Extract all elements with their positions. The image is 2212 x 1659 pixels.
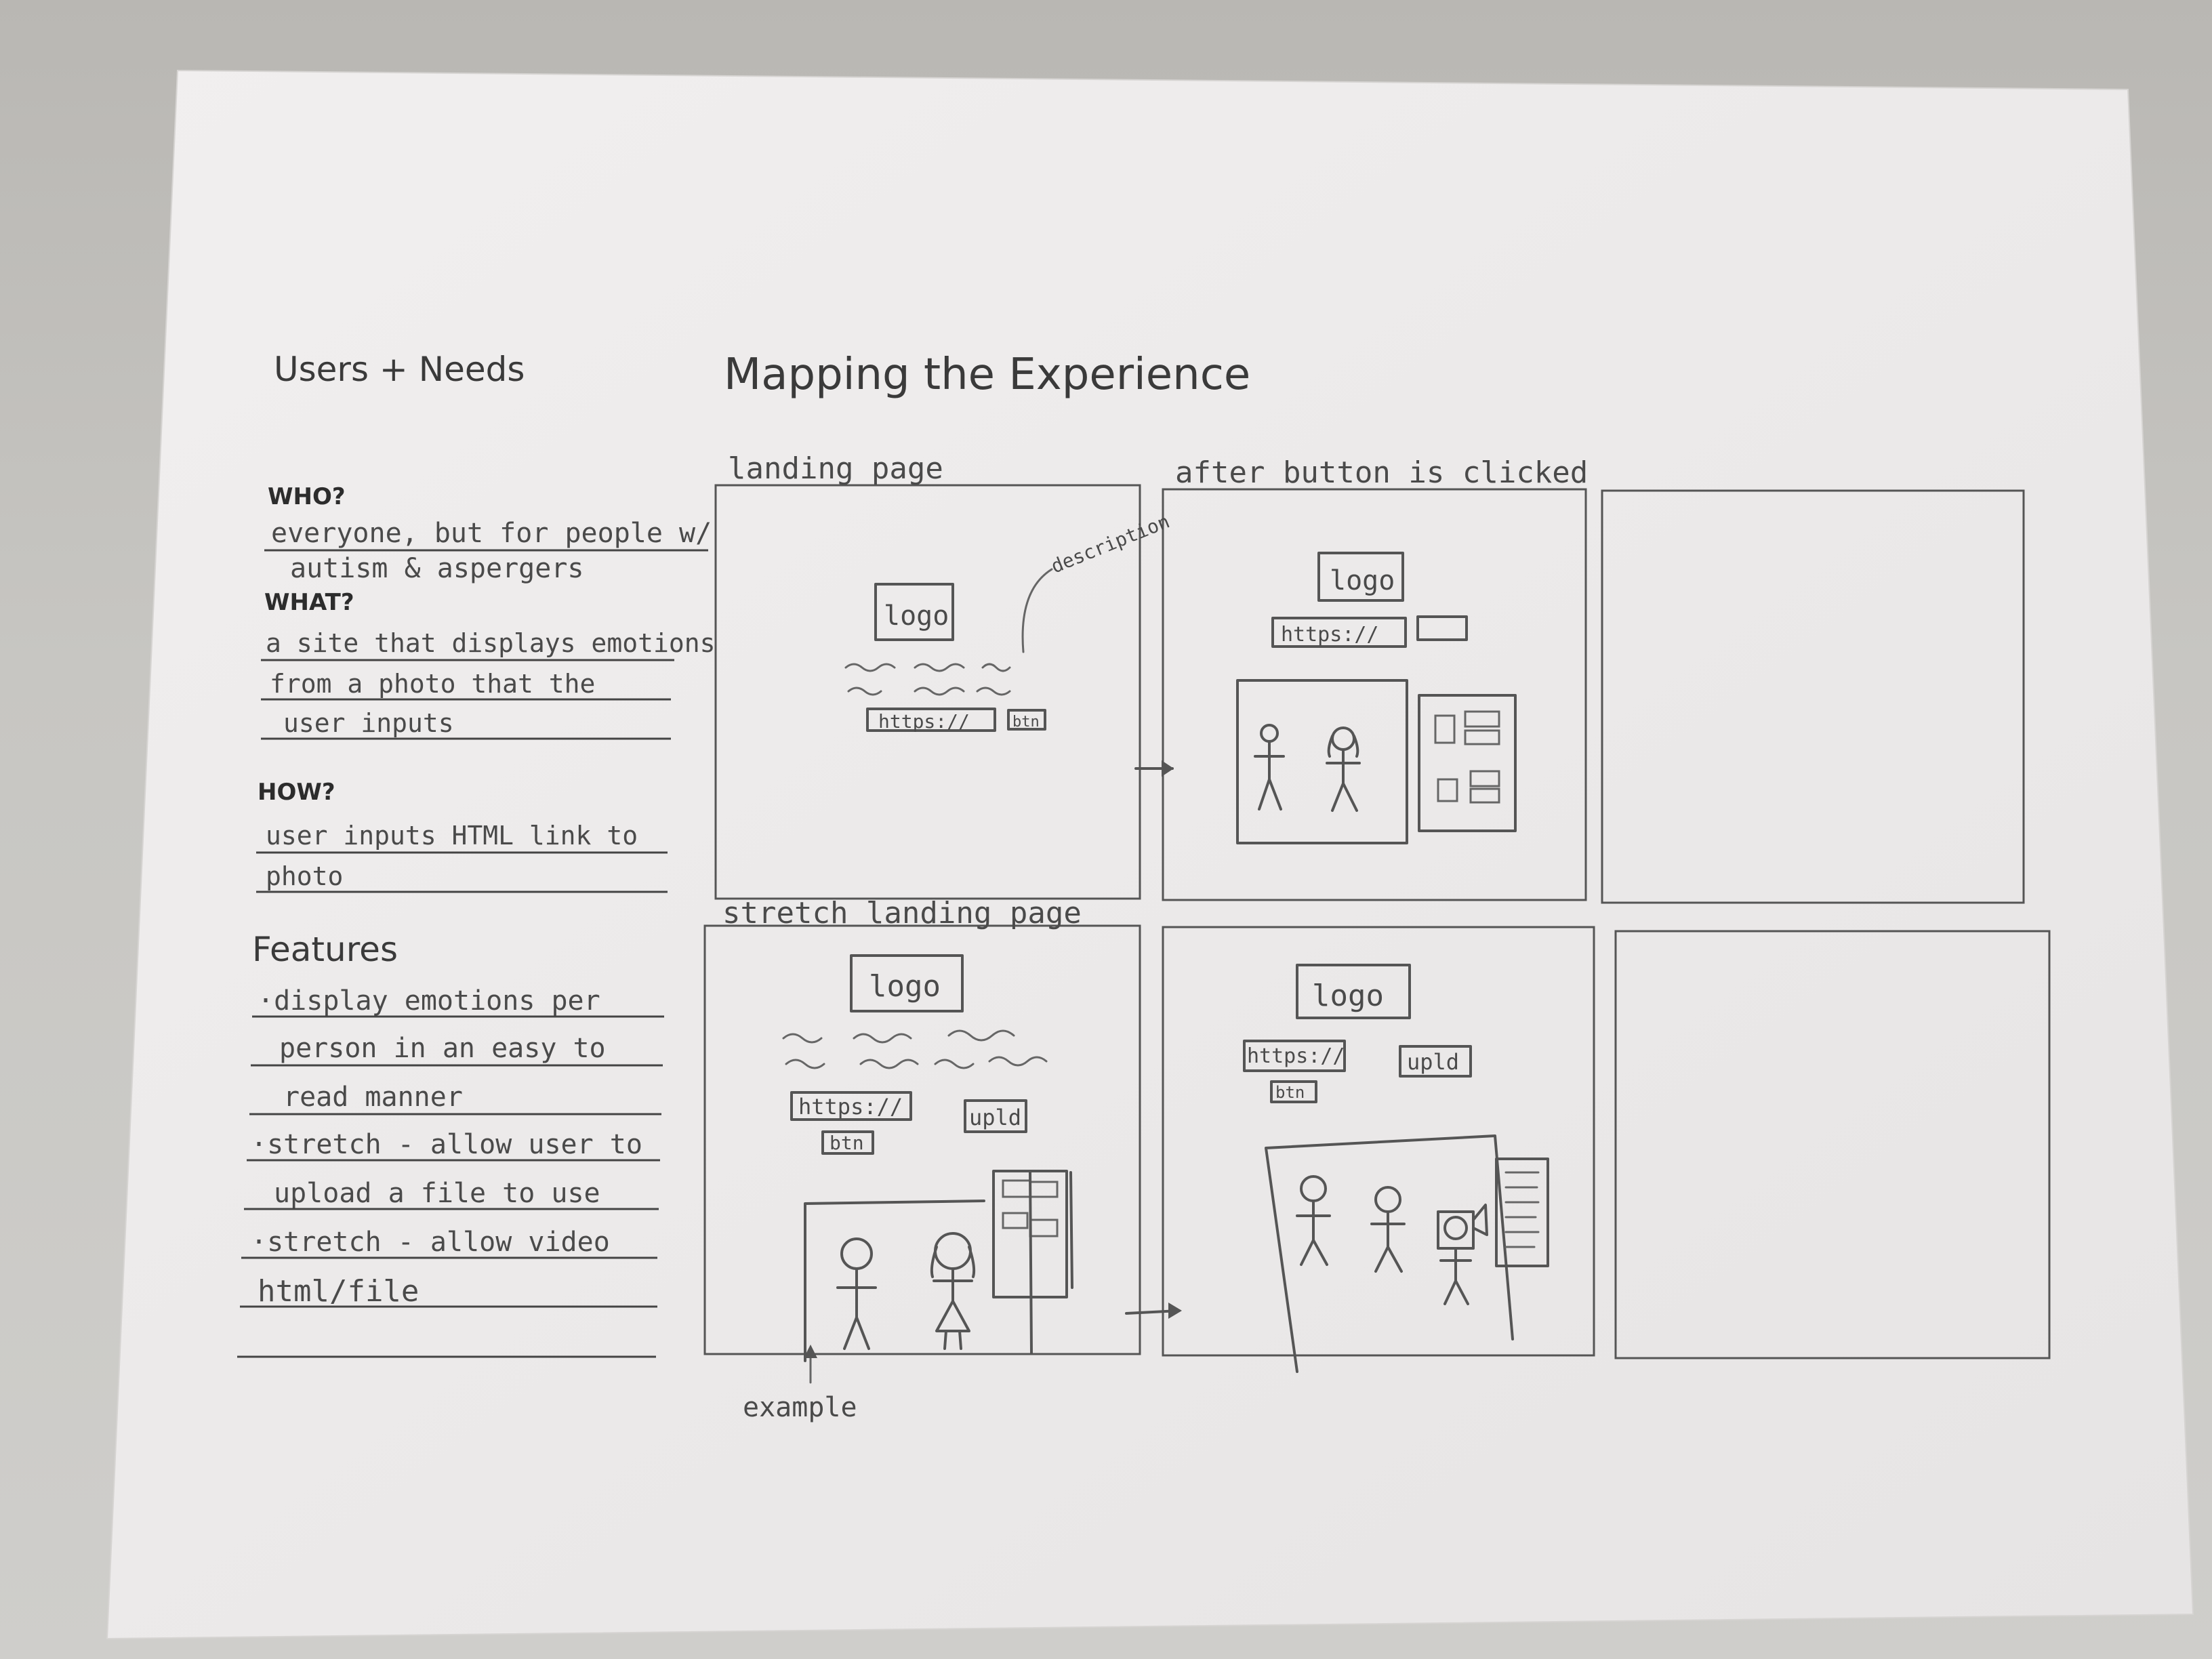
what-line-3: user inputs bbox=[283, 708, 454, 738]
panel-4-upload-text: upld bbox=[969, 1105, 1021, 1130]
panel-1-url-text: https:// bbox=[878, 710, 970, 733]
panel-5-upload-btn bbox=[1399, 1045, 1472, 1078]
panel-4-logo-text: logo bbox=[869, 969, 941, 1004]
storyboard-panel-1 bbox=[714, 484, 1141, 900]
feature-line-7: html/file bbox=[258, 1274, 419, 1309]
panel-4-url-field bbox=[790, 1091, 912, 1121]
panel-4-btn bbox=[821, 1130, 874, 1155]
panel-4-caption: stretch landing page bbox=[722, 896, 1082, 930]
storyboard-panel-5 bbox=[1162, 926, 1595, 1357]
how-line-2: photo bbox=[266, 861, 343, 891]
panel-1-btn bbox=[1007, 709, 1046, 731]
panel-2-photo bbox=[1236, 679, 1408, 844]
users-needs-section: Users + Needs WHO? everyone, but for peo… bbox=[237, 350, 715, 1358]
panel-4-sketch: stretch landing page logo https:// btn u… bbox=[722, 896, 1082, 1423]
panel-4-annotation: example bbox=[743, 1392, 857, 1423]
what-line-2: from a photo that the bbox=[270, 669, 595, 699]
who-line-1: everyone, but for people w/ bbox=[271, 518, 712, 549]
what-line-1: a site that displays emotions bbox=[266, 628, 715, 658]
panel-2-logo-box bbox=[1317, 552, 1404, 602]
panel-4-btn-text: btn bbox=[830, 1132, 864, 1154]
panel-5-btn-text: btn bbox=[1275, 1083, 1305, 1102]
panel-5-btn bbox=[1270, 1080, 1317, 1103]
how-label: HOW? bbox=[258, 779, 335, 806]
arrow-4-to-5 bbox=[1125, 1303, 1182, 1319]
panel-5-logo-box bbox=[1296, 964, 1411, 1019]
panel-2-caption: after button is clicked bbox=[1175, 455, 1588, 490]
who-line-2: autism & aspergers bbox=[290, 553, 583, 584]
panel-1-url-field bbox=[866, 708, 996, 732]
panel-2-sketch: after button is clicked logo https:// bbox=[1175, 455, 1588, 844]
feature-line-1: ·display emotions per bbox=[258, 985, 600, 1017]
feature-line-2: person in an easy to bbox=[279, 1033, 606, 1064]
paper-sheet bbox=[106, 69, 2194, 1640]
panel-1-caption: landing page bbox=[728, 451, 943, 486]
feature-line-5: upload a file to use bbox=[274, 1178, 600, 1209]
panel-1-btn-text: btn bbox=[1012, 714, 1040, 731]
what-label: WHAT? bbox=[264, 589, 354, 616]
panel-2-url-text: https:// bbox=[1281, 623, 1379, 647]
panel-5-logo-text: logo bbox=[1312, 979, 1384, 1013]
panel-5-url-text: https:// bbox=[1247, 1044, 1345, 1068]
storyboard-panel-4 bbox=[703, 924, 1141, 1355]
panel-5-sketch: logo https:// btn upld bbox=[1243, 964, 1549, 1373]
storyboard-panel-6 bbox=[1614, 930, 2051, 1359]
panel-1-logo-box bbox=[874, 583, 954, 641]
panel-2-url-field bbox=[1271, 617, 1407, 648]
storyboard-panel-3 bbox=[1601, 489, 2025, 904]
panel-2-btn bbox=[1416, 615, 1468, 641]
panel-5-url-field bbox=[1243, 1040, 1346, 1072]
panel-4-url-text: https:// bbox=[798, 1094, 903, 1120]
storyboard-panel-2 bbox=[1162, 488, 1587, 901]
users-needs-heading: Users + Needs bbox=[274, 350, 525, 389]
features-label: Features bbox=[252, 930, 398, 969]
arrow-1-to-2 bbox=[1134, 760, 1174, 777]
panel-4-upload-btn bbox=[964, 1099, 1027, 1133]
feature-line-3: read manner bbox=[283, 1082, 463, 1113]
panel-2-result-card bbox=[1418, 694, 1517, 832]
who-label: WHO? bbox=[268, 483, 346, 510]
feature-line-6: ·stretch - allow video bbox=[251, 1227, 610, 1258]
feature-line-4: ·stretch - allow user to bbox=[251, 1129, 642, 1160]
panel-5-upload-text: upld bbox=[1407, 1049, 1459, 1075]
mapping-heading: Mapping the Experience bbox=[724, 350, 1250, 400]
panel-1-logo-text: logo bbox=[884, 600, 949, 632]
panel-5-result-card bbox=[1495, 1158, 1549, 1267]
panel-4-logo-box bbox=[850, 954, 964, 1012]
how-line-1: user inputs HTML link to bbox=[266, 821, 638, 851]
panel-2-logo-text: logo bbox=[1330, 565, 1395, 596]
